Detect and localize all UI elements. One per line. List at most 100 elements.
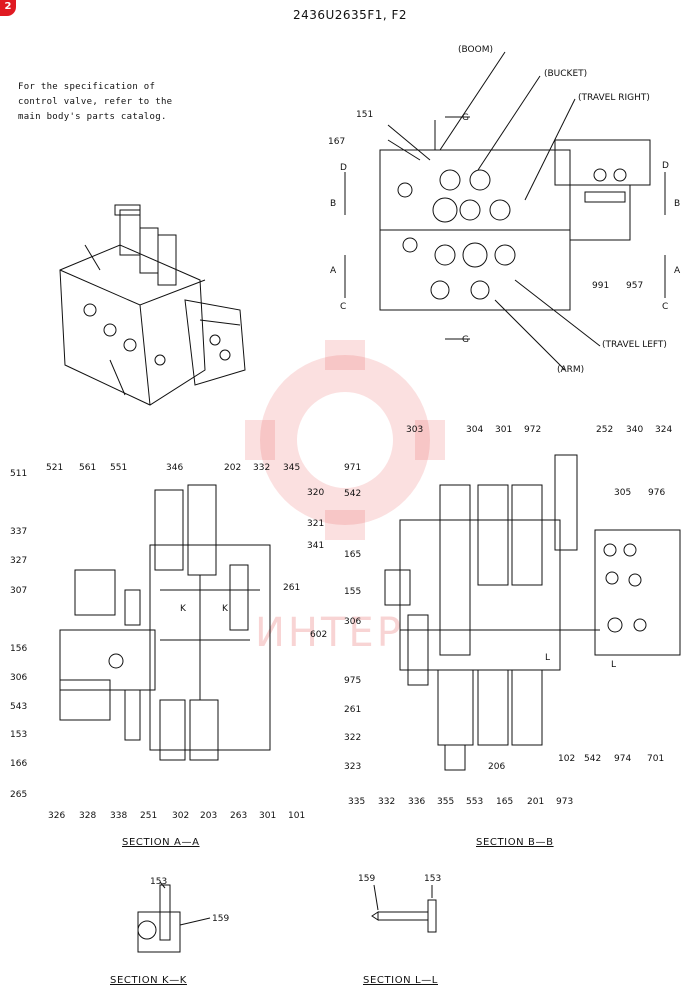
part-label: 153 xyxy=(10,730,27,740)
travel-left-label: (TRAVEL LEFT) xyxy=(602,340,667,350)
page-badge: 2 xyxy=(0,0,16,16)
part-label: 345 xyxy=(283,463,300,473)
part-label: 252 xyxy=(596,425,613,435)
watermark-gear-icon xyxy=(245,340,445,540)
part-label: 159 xyxy=(358,874,375,884)
part-label: 304 xyxy=(466,425,483,435)
part-label: 346 xyxy=(166,463,183,473)
part-label: 322 xyxy=(344,733,361,743)
part-label: 551 xyxy=(110,463,127,473)
section-kk-drawing xyxy=(137,881,211,953)
label-layer: (BOOM) (BUCKET) (TRAVEL RIGHT) (TRAVEL L… xyxy=(10,45,681,924)
part-label: 543 xyxy=(10,702,27,712)
part-label: 301 xyxy=(495,425,512,435)
section-aa-drawing xyxy=(59,484,271,761)
part-label: 542 xyxy=(344,489,361,499)
section-bb-drawing xyxy=(384,454,681,771)
section-bb-caption: SECTION B—B xyxy=(476,837,554,848)
part-label: 101 xyxy=(288,811,305,821)
section-d-marker-left: D xyxy=(340,163,347,173)
section-l-marker: L xyxy=(611,660,616,670)
part-label: 251 xyxy=(140,811,157,821)
arm-label: (ARM) xyxy=(557,365,584,375)
part-label: 511 xyxy=(10,469,27,479)
boom-label: (BOOM) xyxy=(458,45,493,55)
part-label: 155 xyxy=(344,587,361,597)
part-label: 542 xyxy=(584,754,601,764)
part-label: 521 xyxy=(46,463,63,473)
drawing-number: 2436U2635F1, F2 xyxy=(292,8,408,22)
part-label: 306 xyxy=(10,673,27,683)
part-label: 337 xyxy=(10,527,27,537)
part-label: 263 xyxy=(230,811,247,821)
part-label: 336 xyxy=(408,797,425,807)
part-label: 102 xyxy=(558,754,575,764)
section-g-marker-bottom: G xyxy=(462,335,469,345)
part-label: 561 xyxy=(79,463,96,473)
part-label: 165 xyxy=(496,797,513,807)
section-aa-caption: SECTION A—A xyxy=(122,837,200,848)
part-label: 261 xyxy=(344,705,361,715)
part-label: 302 xyxy=(172,811,189,821)
part-label: 167 xyxy=(328,137,345,147)
part-label: 202 xyxy=(224,463,241,473)
part-label: 324 xyxy=(655,425,672,435)
part-label: 323 xyxy=(344,762,361,772)
section-k-marker: K xyxy=(222,604,229,614)
section-a-marker-left: A xyxy=(330,266,337,276)
part-label: 335 xyxy=(348,797,365,807)
part-label: 320 xyxy=(307,488,324,498)
part-label: 701 xyxy=(647,754,664,764)
note-line: main body's parts catalog. xyxy=(18,112,167,122)
part-label: 265 xyxy=(10,790,27,800)
part-label: 306 xyxy=(344,617,361,627)
note-line: For the specification of xyxy=(18,82,156,92)
part-label: 332 xyxy=(253,463,270,473)
part-label: 332 xyxy=(378,797,395,807)
part-label: 303 xyxy=(406,425,423,435)
part-label: 321 xyxy=(307,519,324,529)
part-label: 976 xyxy=(648,488,665,498)
part-label: 553 xyxy=(466,797,483,807)
section-b-marker-left: B xyxy=(330,199,336,209)
part-label: 151 xyxy=(356,110,373,120)
section-l-marker: L xyxy=(545,653,550,663)
part-label: 975 xyxy=(344,676,361,686)
part-label: 203 xyxy=(200,811,217,821)
section-ll-drawing xyxy=(371,884,437,933)
section-ll-caption: SECTION L—L xyxy=(363,975,438,986)
section-kk-caption: SECTION K—K xyxy=(110,975,187,986)
part-label: 305 xyxy=(614,488,631,498)
part-label: 974 xyxy=(614,754,631,764)
part-label: 972 xyxy=(524,425,541,435)
part-label: 261 xyxy=(283,583,300,593)
part-label: 156 xyxy=(10,644,27,654)
section-g-marker-top: G xyxy=(462,113,469,123)
part-label: 355 xyxy=(437,797,454,807)
section-c-marker-right: C xyxy=(662,302,668,312)
part-label: 165 xyxy=(344,550,361,560)
part-label: 338 xyxy=(110,811,127,821)
part-label: 328 xyxy=(79,811,96,821)
part-label: 153 xyxy=(150,877,167,887)
watermark-text: ИНТЕР xyxy=(255,610,404,656)
part-label: 307 xyxy=(10,586,27,596)
part-label: 159 xyxy=(212,914,229,924)
part-label: 206 xyxy=(488,762,505,772)
top-view-drawing xyxy=(344,51,666,371)
travel-right-label: (TRAVEL RIGHT) xyxy=(578,93,650,103)
section-c-marker-left: C xyxy=(340,302,346,312)
part-label: 991 xyxy=(592,281,609,291)
part-label: 301 xyxy=(259,811,276,821)
part-label: 971 xyxy=(344,463,361,473)
part-label: 201 xyxy=(527,797,544,807)
part-label: 341 xyxy=(307,541,324,551)
section-a-marker-right: A xyxy=(674,266,681,276)
part-label: 327 xyxy=(10,556,27,566)
section-d-marker-right: D xyxy=(662,161,669,171)
specification-note: For the specification of control valve, … xyxy=(18,80,172,125)
part-label: 326 xyxy=(48,811,65,821)
bucket-label: (BUCKET) xyxy=(544,69,587,79)
part-label: 153 xyxy=(424,874,441,884)
